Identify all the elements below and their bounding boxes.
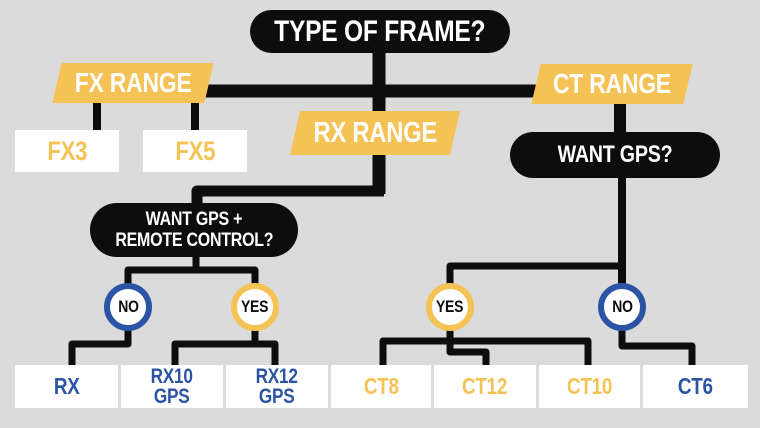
ct-question-pill: WANT GPS? [510,132,720,178]
result-label-fx5: FX5 [175,135,215,166]
root-question-pill: TYPE OF FRAME? [250,10,510,53]
ct-question-label: WANT GPS? [557,141,673,168]
ct-yes-label: YES [436,297,464,316]
rx-range-node: RX RANGE [289,111,461,155]
result-box-rx: RX [15,365,118,408]
result-box-ct12: CT12 [434,365,536,408]
result-box-rx12-gps: RX12 GPS [226,365,328,408]
rx-yes-circle: YES [231,283,279,331]
result-label-rx10-gps: GPS [154,384,190,408]
result-label-ct12: CT12 [462,372,508,399]
result-label-ct6: CT6 [678,372,713,399]
fx-range-label: FX RANGE [74,67,192,98]
rx-yes-label: YES [241,297,269,316]
ct-no-label: NO [611,297,633,316]
rx-question-line2: REMOTE CONTROL? [115,229,273,251]
rx-question-pill: WANT GPS + REMOTE CONTROL? [90,203,298,257]
rx-question-line1: WANT GPS + [145,207,243,230]
ct-no-circle: NO [598,283,646,331]
result-box-ct8: CT8 [331,365,431,408]
result-label-fx3: FX3 [47,135,87,166]
ct-yes-circle: YES [426,283,474,331]
result-label-ct10: CT10 [566,372,613,399]
root-question-label: TYPE OF FRAME? [274,14,486,48]
rx-range-label: RX RANGE [313,116,437,149]
result-box-ct10: CT10 [539,365,640,408]
result-box-fx5: FX5 [143,130,247,172]
ct-range-node: CT RANGE [531,64,693,104]
result-box-ct6: CT6 [643,365,748,408]
rx-no-circle: NO [104,283,152,331]
result-box-fx3: FX3 [15,130,119,172]
rx-no-label: NO [117,297,139,316]
result-label-rx12: RX12 [255,364,299,388]
ct-range-label: CT RANGE [553,68,671,99]
result-label-rx12-gps: GPS [259,384,295,408]
result-label-ct8: CT8 [363,372,399,399]
result-box-rx10-gps: RX10 GPS [121,365,223,408]
result-label-rx: RX [53,372,80,399]
fx-range-node: FX RANGE [52,63,214,103]
result-label-rx10: RX10 [150,364,194,388]
